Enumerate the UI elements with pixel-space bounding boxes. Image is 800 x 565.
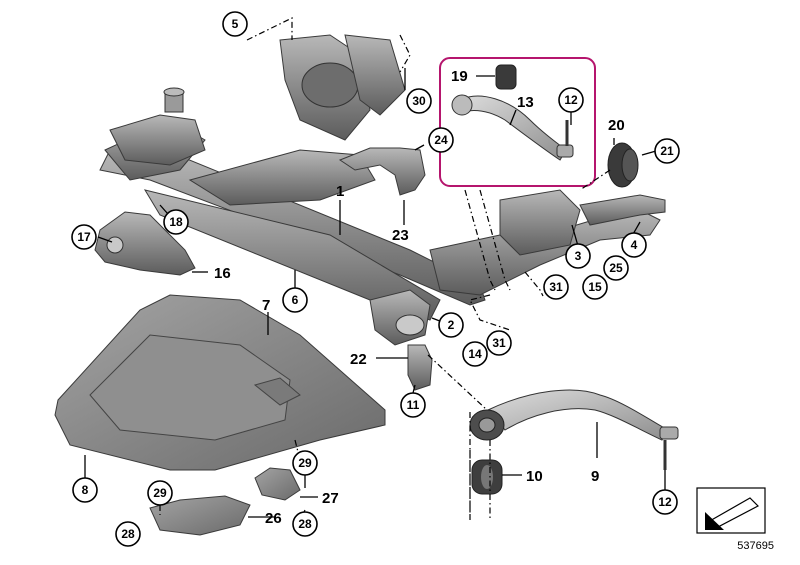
svg-text:30: 30 [412, 94, 426, 108]
callout-20[interactable]: 20 [608, 117, 625, 134]
svg-text:28: 28 [298, 517, 312, 531]
callout-31-lower[interactable]: 31 [486, 330, 512, 356]
svg-text:27: 27 [322, 490, 339, 507]
callout-6[interactable]: 6 [282, 287, 308, 313]
svg-text:12: 12 [658, 495, 672, 509]
callout-22[interactable]: 22 [350, 351, 367, 368]
callout-12-top[interactable]: 12 [558, 87, 584, 113]
svg-text:19: 19 [451, 68, 468, 85]
callout-31-upper[interactable]: 31 [543, 274, 569, 300]
tension-strut-part [579, 194, 666, 226]
callout-16[interactable]: 16 [214, 265, 231, 282]
callout-19[interactable]: 19 [451, 68, 468, 85]
callout-28-left[interactable]: 28 [115, 521, 141, 547]
callout-5[interactable]: 5 [222, 11, 248, 37]
callout-21[interactable]: 21 [654, 138, 680, 164]
callout-23[interactable]: 23 [392, 227, 409, 244]
callout-29-right[interactable]: 29 [292, 450, 318, 476]
svg-text:13: 13 [517, 94, 534, 111]
svg-text:8: 8 [82, 483, 89, 497]
highlight-group [439, 57, 596, 187]
callout-13[interactable]: 13 [517, 94, 534, 111]
callout-17[interactable]: 17 [71, 224, 97, 250]
bushing-20-part [607, 142, 639, 188]
svg-text:26: 26 [265, 510, 282, 527]
svg-text:11: 11 [407, 398, 420, 412]
svg-text:4: 4 [631, 238, 638, 252]
subframe-part [99, 34, 661, 346]
svg-text:31: 31 [549, 280, 563, 294]
mount-part [407, 344, 433, 391]
svg-text:14: 14 [468, 347, 482, 361]
svg-text:29: 29 [298, 456, 312, 470]
svg-text:1: 1 [336, 183, 344, 200]
svg-text:9: 9 [591, 468, 599, 485]
svg-text:23: 23 [392, 227, 409, 244]
callout-10[interactable]: 10 [526, 468, 543, 485]
svg-text:12: 12 [564, 93, 578, 107]
bracket-part [338, 147, 426, 196]
svg-text:24: 24 [434, 133, 448, 147]
svg-text:16: 16 [214, 265, 231, 282]
callout-27[interactable]: 27 [322, 490, 339, 507]
callout-7[interactable]: 7 [262, 297, 270, 314]
callout-1[interactable]: 1 [336, 183, 344, 200]
callout-30[interactable]: 30 [406, 88, 432, 114]
svg-text:29: 29 [153, 486, 167, 500]
svg-text:5: 5 [232, 17, 239, 31]
callout-29-left[interactable]: 29 [147, 480, 173, 506]
callout-25[interactable]: 25 [603, 255, 629, 281]
control-arm-part [469, 389, 679, 470]
bushing-part [471, 459, 503, 495]
callout-3[interactable]: 3 [565, 243, 591, 269]
callout-9[interactable]: 9 [591, 468, 599, 485]
svg-text:10: 10 [526, 468, 543, 485]
orientation-icon [696, 487, 766, 534]
svg-text:7: 7 [262, 297, 270, 314]
svg-text:28: 28 [121, 527, 135, 541]
diagram-id: 537695 [737, 540, 774, 552]
svg-text:21: 21 [660, 144, 674, 158]
svg-text:18: 18 [169, 215, 183, 229]
callout-2[interactable]: 2 [438, 312, 464, 338]
callout-12-bottom[interactable]: 12 [652, 489, 678, 515]
callout-24[interactable]: 24 [428, 127, 454, 153]
svg-text:25: 25 [609, 261, 623, 275]
svg-text:20: 20 [608, 117, 625, 134]
callout-26[interactable]: 26 [265, 510, 282, 527]
svg-text:31: 31 [492, 336, 506, 350]
callout-28-right[interactable]: 28 [292, 511, 318, 537]
callout-18[interactable]: 18 [163, 209, 189, 235]
callout-11[interactable]: 11 [400, 392, 426, 418]
callout-4[interactable]: 4 [621, 232, 647, 258]
callout-14[interactable]: 14 [462, 341, 488, 367]
svg-text:2: 2 [448, 318, 455, 332]
svg-text:17: 17 [77, 230, 91, 244]
svg-text:3: 3 [575, 249, 582, 263]
heat-shield-part [149, 467, 301, 536]
callout-8[interactable]: 8 [72, 477, 98, 503]
leader-lines [84, 17, 666, 521]
svg-text:22: 22 [350, 351, 367, 368]
underbody-panel-part [54, 294, 386, 471]
callout-15[interactable]: 15 [582, 274, 608, 300]
svg-text:6: 6 [292, 293, 299, 307]
svg-text:15: 15 [588, 280, 602, 294]
